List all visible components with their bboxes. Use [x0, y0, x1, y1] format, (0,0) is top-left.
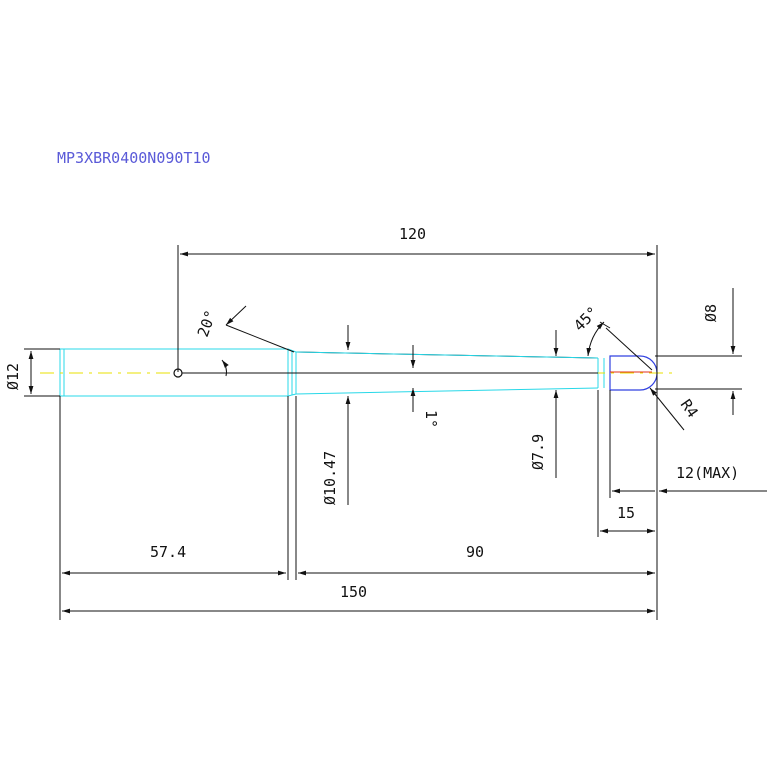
dim-taper-angle: 1°: [345, 325, 440, 428]
tool-outline: [40, 348, 672, 397]
svg-text:12(MAX): 12(MAX): [676, 464, 739, 482]
dim-neck-start-diameter: Ø10.47: [321, 396, 349, 505]
dim-tip-length: 15: [597, 390, 655, 537]
svg-text:Ø8: Ø8: [702, 304, 720, 322]
dim-tip-radius: R4: [649, 387, 702, 431]
part-number-title: MP3XBR0400N090T10: [57, 149, 211, 167]
dim-flute-length: 12(MAX): [609, 390, 767, 498]
svg-text:20°: 20°: [194, 308, 220, 340]
svg-text:15: 15: [617, 504, 635, 522]
svg-text:Ø10.47: Ø10.47: [321, 451, 339, 505]
dim-tip-angle: 45°: [570, 303, 653, 371]
dim-tip-diameter: Ø8: [655, 288, 742, 415]
dim-overall-120: 120: [177, 225, 658, 620]
svg-text:90: 90: [466, 543, 484, 561]
dim-total-length: 150: [62, 583, 655, 614]
svg-text:57.4: 57.4: [150, 543, 186, 561]
svg-text:150: 150: [340, 583, 367, 601]
svg-text:1°: 1°: [422, 410, 440, 428]
svg-text:Ø12: Ø12: [4, 363, 22, 390]
dim-shank-diameter: Ø12: [4, 348, 60, 397]
svg-text:Ø7.9: Ø7.9: [529, 434, 547, 470]
dim-neck-end-diameter: Ø7.9: [529, 330, 559, 478]
dim-shank-and-neck: 57.4 90: [59, 396, 655, 620]
svg-text:120: 120: [399, 225, 426, 243]
svg-text:R4: R4: [677, 396, 702, 421]
dim-shoulder-angle: 20°: [194, 305, 295, 377]
